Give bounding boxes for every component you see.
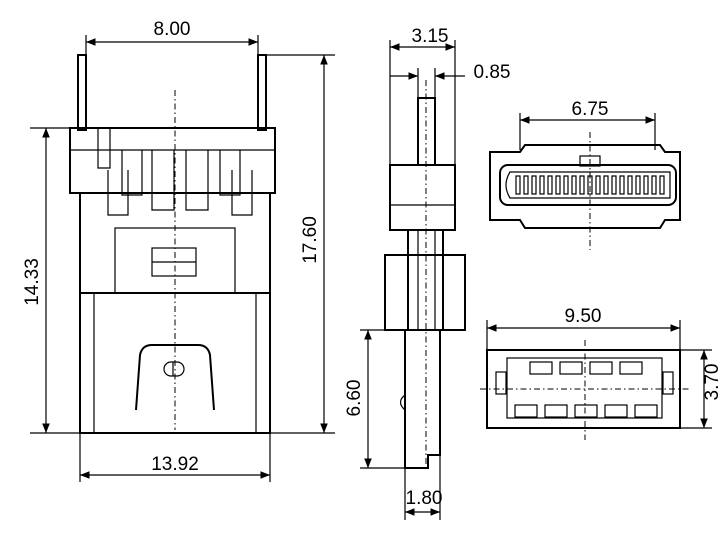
contact-tooth xyxy=(595,175,601,195)
solder-pad xyxy=(634,404,658,418)
dim-front-top-width: 8.00 xyxy=(154,19,191,40)
contact-tooth xyxy=(539,175,545,195)
solder-pad xyxy=(559,361,583,375)
contact-tooth xyxy=(627,175,633,195)
contact-tooth xyxy=(643,175,649,195)
end-view xyxy=(489,132,681,250)
dim-side-pin-width: 0.85 xyxy=(474,62,511,83)
bottom-dimensions: 9.50 3.70 xyxy=(486,306,723,429)
contact-tooth xyxy=(531,175,537,195)
dim-end-top-width: 6.75 xyxy=(572,99,609,120)
dim-bottom-height: 3.70 xyxy=(702,364,723,401)
bottom-view xyxy=(480,340,690,440)
bottom-pads xyxy=(514,361,658,418)
solder-pad xyxy=(589,361,613,375)
contact-tooth xyxy=(523,175,529,195)
solder-pad xyxy=(619,361,643,375)
solder-pad xyxy=(529,361,553,375)
contact-tooth xyxy=(611,175,617,195)
contact-comb xyxy=(515,175,665,195)
contact-tooth xyxy=(515,175,521,195)
front-dimensions: 8.00 14.33 17.60 13.92 xyxy=(22,19,335,482)
front-view xyxy=(69,54,276,434)
dim-bottom-width: 9.50 xyxy=(565,306,602,327)
solder-pad xyxy=(544,404,568,418)
contact-tooth xyxy=(555,175,561,195)
dim-front-right-height: 17.60 xyxy=(300,216,321,264)
dim-side-bottom-width: 1.80 xyxy=(406,488,443,509)
contact-tooth xyxy=(619,175,625,195)
contact-tooth xyxy=(563,175,569,195)
solder-pad xyxy=(574,404,598,418)
dim-front-bottom-width: 13.92 xyxy=(151,454,199,475)
side-view xyxy=(384,80,466,470)
solder-pad xyxy=(604,404,628,418)
contact-tooth xyxy=(579,175,585,195)
contact-tooth xyxy=(603,175,609,195)
side-dimensions: 3.15 0.85 6.60 1.80 xyxy=(344,26,510,520)
solder-pad xyxy=(514,404,538,418)
contact-tooth xyxy=(651,175,657,195)
contact-tooth xyxy=(547,175,553,195)
contact-tooth xyxy=(635,175,641,195)
contact-tooth xyxy=(571,175,577,195)
dim-front-left-height: 14.33 xyxy=(22,258,43,306)
dim-side-top-width: 3.15 xyxy=(412,26,449,47)
contact-tooth xyxy=(659,175,665,195)
dim-side-lower-height: 6.60 xyxy=(344,380,365,417)
end-dimensions: 6.75 xyxy=(519,99,656,150)
